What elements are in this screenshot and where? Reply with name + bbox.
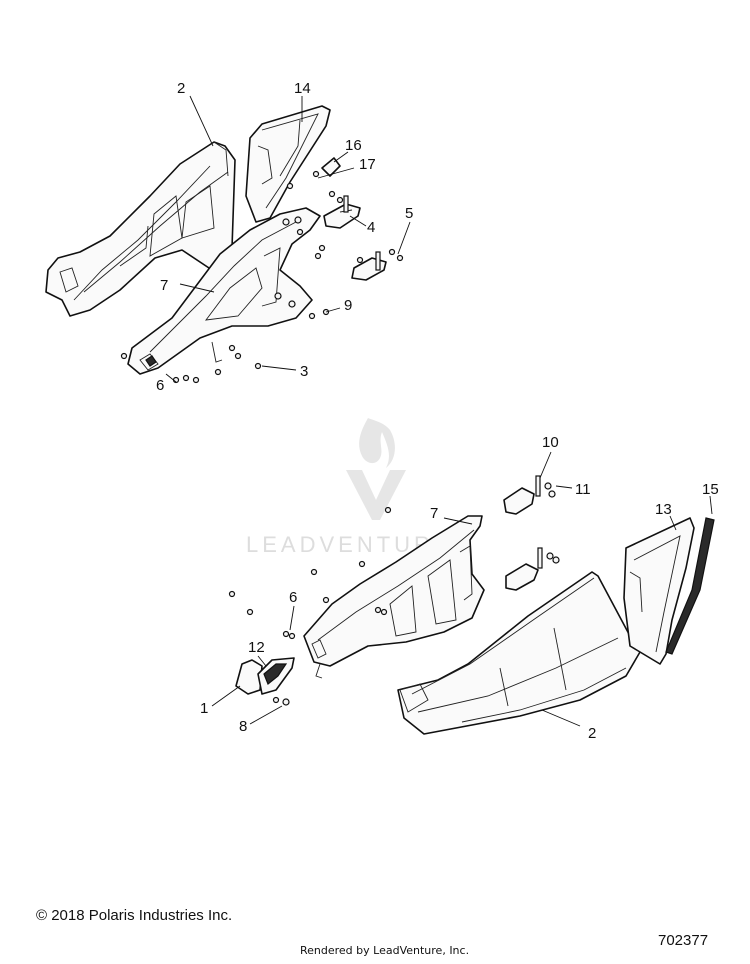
callout-12: 12 xyxy=(248,639,265,656)
callout-6-lower: 6 xyxy=(289,589,297,606)
lower-door-frame xyxy=(303,515,485,679)
callout-8: 8 xyxy=(239,718,247,735)
trim-clip xyxy=(321,157,341,177)
callout-14: 14 xyxy=(294,80,311,97)
callout-2-lower: 2 xyxy=(588,725,596,742)
callout-15: 15 xyxy=(702,481,719,498)
door-latch xyxy=(235,657,295,706)
copyright-notice: © 2018 Polaris Industries Inc. xyxy=(36,907,233,924)
callout-13: 13 xyxy=(655,501,672,518)
upper-leader-lines xyxy=(165,95,411,383)
callout-labels: 2 14 16 17 4 5 7 9 3 6 10 11 7 13 15 6 1… xyxy=(156,80,719,742)
diagram-number: 702377 xyxy=(658,932,709,949)
lower-door-panel xyxy=(397,571,641,735)
upper-hinge-top xyxy=(323,195,361,229)
upper-window-net xyxy=(245,105,331,223)
callout-10: 10 xyxy=(542,434,559,451)
lower-hinge-bottom xyxy=(505,547,560,591)
callout-16: 16 xyxy=(345,137,362,154)
upper-hinge-bottom xyxy=(351,251,387,281)
callout-3: 3 xyxy=(300,363,308,380)
lower-hardware xyxy=(228,506,392,640)
callout-2-upper: 2 xyxy=(177,80,185,97)
callout-9: 9 xyxy=(344,297,352,314)
leadventure-watermark: LEADVENTURE xyxy=(246,418,449,557)
upper-hardware xyxy=(120,170,404,384)
callout-4: 4 xyxy=(367,219,375,236)
lower-leader-lines xyxy=(211,451,713,727)
callout-7-upper: 7 xyxy=(160,277,168,294)
seal-strip xyxy=(665,517,715,655)
callout-17: 17 xyxy=(359,156,376,173)
callout-1: 1 xyxy=(200,700,208,717)
upper-door-frame xyxy=(127,207,321,375)
callout-7-lower: 7 xyxy=(430,505,438,522)
callout-5: 5 xyxy=(405,205,413,222)
lower-hinge-top xyxy=(503,475,556,515)
lower-window-net xyxy=(623,517,695,665)
rendered-by-credit: Rendered by LeadVenture, Inc. xyxy=(300,944,470,957)
callout-11: 11 xyxy=(575,481,591,498)
callout-6-upper: 6 xyxy=(156,377,164,394)
